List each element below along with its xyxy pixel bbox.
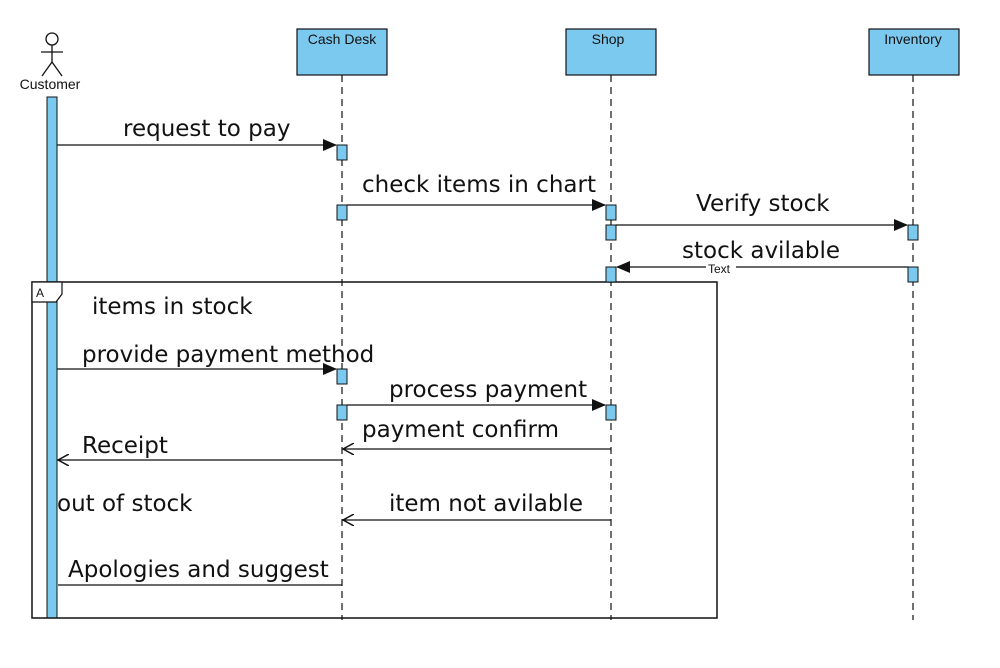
fragment-frame bbox=[31, 281, 718, 619]
activation-box bbox=[605, 266, 617, 283]
combined-fragment: A items in stock bbox=[31, 281, 718, 619]
customer-label: Customer bbox=[20, 76, 81, 92]
message-verify-stock: Verify stock bbox=[616, 191, 908, 231]
message-check-items: check items in chart bbox=[347, 172, 606, 211]
fragment-operator: A bbox=[36, 286, 44, 300]
activation-box bbox=[907, 266, 919, 283]
inventory-label: Inventory bbox=[884, 31, 942, 47]
message-label: Receipt bbox=[82, 433, 168, 459]
activation-box bbox=[605, 224, 617, 241]
return-tag: Text bbox=[708, 262, 731, 276]
message-process-payment: process payment bbox=[347, 377, 606, 411]
message-label: process payment bbox=[389, 377, 587, 403]
message-label: item not avilable bbox=[389, 491, 583, 517]
fragment-guard: items in stock bbox=[92, 294, 253, 320]
shop-head bbox=[565, 28, 657, 76]
message-stock-available: stock avilable Text bbox=[616, 238, 908, 276]
message-label: check items in chart bbox=[362, 172, 596, 198]
message-item-not-available: item not avilable bbox=[343, 491, 611, 520]
message-payment-confirm: payment confirm bbox=[343, 417, 611, 449]
message-label: Verify stock bbox=[696, 191, 830, 217]
message-label: Apologies and suggest bbox=[68, 557, 329, 583]
lifeline-inventory: Inventory bbox=[868, 28, 960, 620]
activation-box bbox=[336, 368, 348, 385]
cashdesk-label: Cash Desk bbox=[308, 31, 377, 47]
activation-box bbox=[605, 404, 617, 421]
message-label: stock avilable bbox=[682, 238, 840, 264]
message-receipt: Receipt bbox=[58, 433, 342, 460]
stick-figure-icon bbox=[41, 32, 63, 77]
return-tag-bg bbox=[706, 262, 736, 274]
customer-actor: Customer bbox=[20, 32, 81, 92]
customer-activation-bar bbox=[46, 96, 58, 619]
activation-box bbox=[336, 404, 348, 421]
message-apologies: Apologies and suggest bbox=[58, 557, 342, 586]
guard-out-of-stock: out of stock bbox=[57, 491, 193, 517]
cashdesk-head bbox=[296, 28, 388, 76]
lifeline-cashdesk: Cash Desk bbox=[296, 28, 388, 620]
lifeline-shop: Shop bbox=[565, 28, 657, 620]
activation-box bbox=[605, 204, 617, 221]
message-label: request to pay bbox=[123, 116, 290, 142]
message-label: payment confirm bbox=[362, 417, 559, 443]
activation-box bbox=[336, 204, 348, 221]
fragment-operator-tab bbox=[31, 281, 63, 303]
activation-boxes bbox=[336, 144, 919, 421]
message-label: provide payment method bbox=[82, 342, 374, 368]
activation-box bbox=[907, 224, 919, 241]
message-request-to-pay: request to pay bbox=[57, 116, 337, 151]
inventory-head bbox=[868, 28, 960, 76]
message-provide-payment: provide payment method bbox=[57, 342, 374, 375]
activation-box bbox=[336, 144, 348, 161]
shop-label: Shop bbox=[592, 31, 625, 47]
